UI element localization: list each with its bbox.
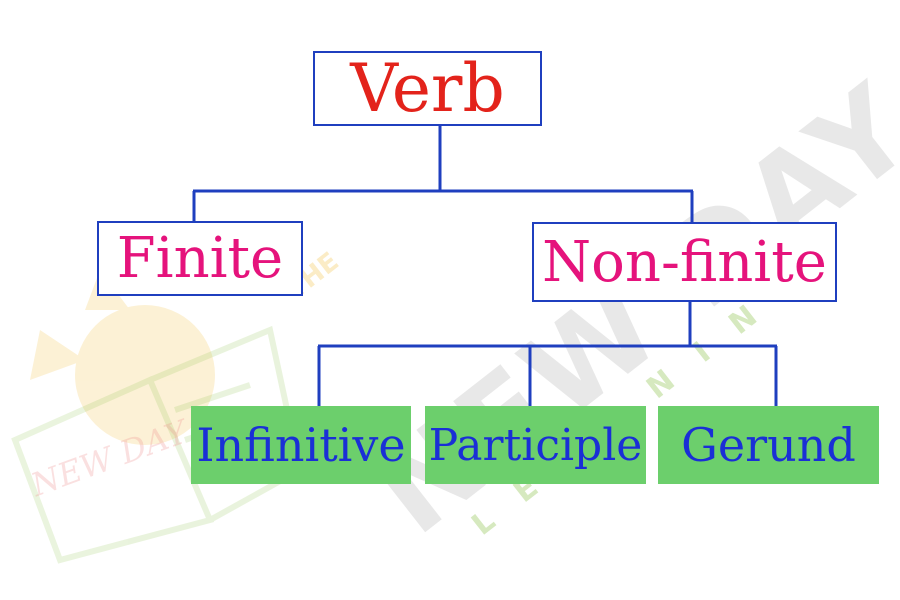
node-finite-label: Finite <box>116 226 284 291</box>
node-verb-label: Verb <box>350 50 505 127</box>
node-non-finite: Non-finite <box>532 222 837 302</box>
node-gerund: Gerund <box>658 406 879 484</box>
node-verb: Verb <box>313 50 542 127</box>
node-infinitive: Infinitive <box>191 406 411 484</box>
node-infinitive-label: Infinitive <box>196 418 406 472</box>
node-finite: Finite <box>97 221 303 296</box>
node-participle: Participle <box>425 406 646 484</box>
node-participle-label: Participle <box>428 419 643 471</box>
node-non-finite-label: Non-finite <box>542 229 827 295</box>
connector-lines <box>192 126 778 406</box>
node-gerund-label: Gerund <box>681 418 856 472</box>
